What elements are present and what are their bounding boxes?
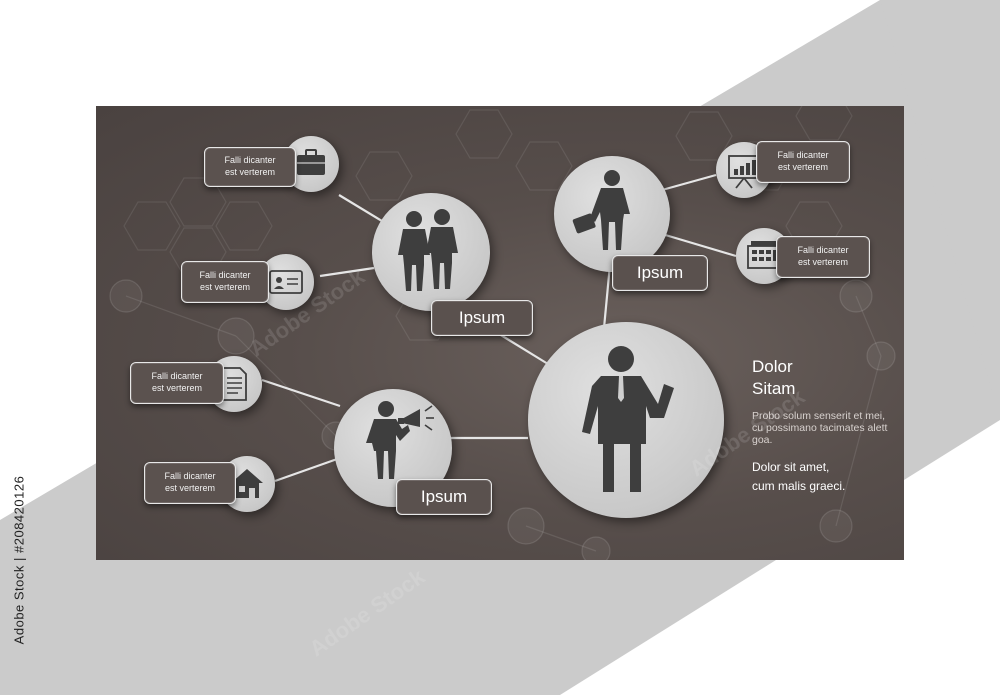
team-ipsum-label: Ipsum <box>431 300 533 336</box>
briefcase-label: Falli dicanter est verterem <box>204 147 296 187</box>
label-line2: est verterem <box>224 167 275 177</box>
manager-ipsum-label: Ipsum <box>612 255 708 291</box>
briefcase-icon <box>297 149 325 175</box>
label-line2: est verterem <box>151 383 202 393</box>
speaker-ipsum-label: Ipsum <box>396 479 492 515</box>
stock-id-label: Adobe Stock | #208420126 <box>11 475 27 645</box>
label-line1: Falli dicanter <box>199 270 251 280</box>
id-card-icon <box>269 270 303 294</box>
house-label: Falli dicanter est verterem <box>144 462 236 504</box>
id-card-label: Falli dicanter est verterem <box>181 261 269 303</box>
label-line2: est verterem <box>164 483 215 493</box>
side-title-line2: Sitam <box>752 379 796 398</box>
side-subtext-line2: cum malis graeci. <box>752 479 846 493</box>
house-icon <box>231 469 263 498</box>
side-paragraph: Probo solum senserit et mei, cu possiman… <box>752 410 888 446</box>
megaphone-speaker-icon <box>366 401 434 479</box>
label-line1: Falli dicanter <box>164 471 216 481</box>
two-people-icon <box>398 209 458 291</box>
side-title: Dolor Sitam <box>752 356 795 400</box>
cash-register-icon <box>747 241 781 269</box>
label-line1: Falli dicanter <box>151 371 203 381</box>
label-line2: est verterem <box>777 162 828 172</box>
team-node <box>372 193 490 311</box>
label-line1: Falli dicanter <box>797 245 849 255</box>
side-title-line1: Dolor <box>752 357 793 376</box>
hub-businessman-node <box>528 322 724 518</box>
infographic-slide: Falli dicanter est verterem Falli dicant… <box>96 106 904 560</box>
label-line2: est verterem <box>199 282 250 292</box>
label-line2: est verterem <box>797 257 848 267</box>
cash-register-label: Falli dicanter est verterem <box>776 236 870 278</box>
side-subtext-line1: Dolor sit amet, <box>752 460 830 474</box>
document-label: Falli dicanter est verterem <box>130 362 224 404</box>
side-subtext: Dolor sit amet, cum malis graeci. <box>752 458 902 496</box>
manager-node <box>554 156 670 272</box>
chart-board-label: Falli dicanter est verterem <box>756 141 850 183</box>
label-line1: Falli dicanter <box>777 150 829 160</box>
label-line1: Falli dicanter <box>224 155 276 165</box>
businessman-waving-icon <box>582 346 674 492</box>
businessman-briefcase-icon <box>572 170 630 250</box>
